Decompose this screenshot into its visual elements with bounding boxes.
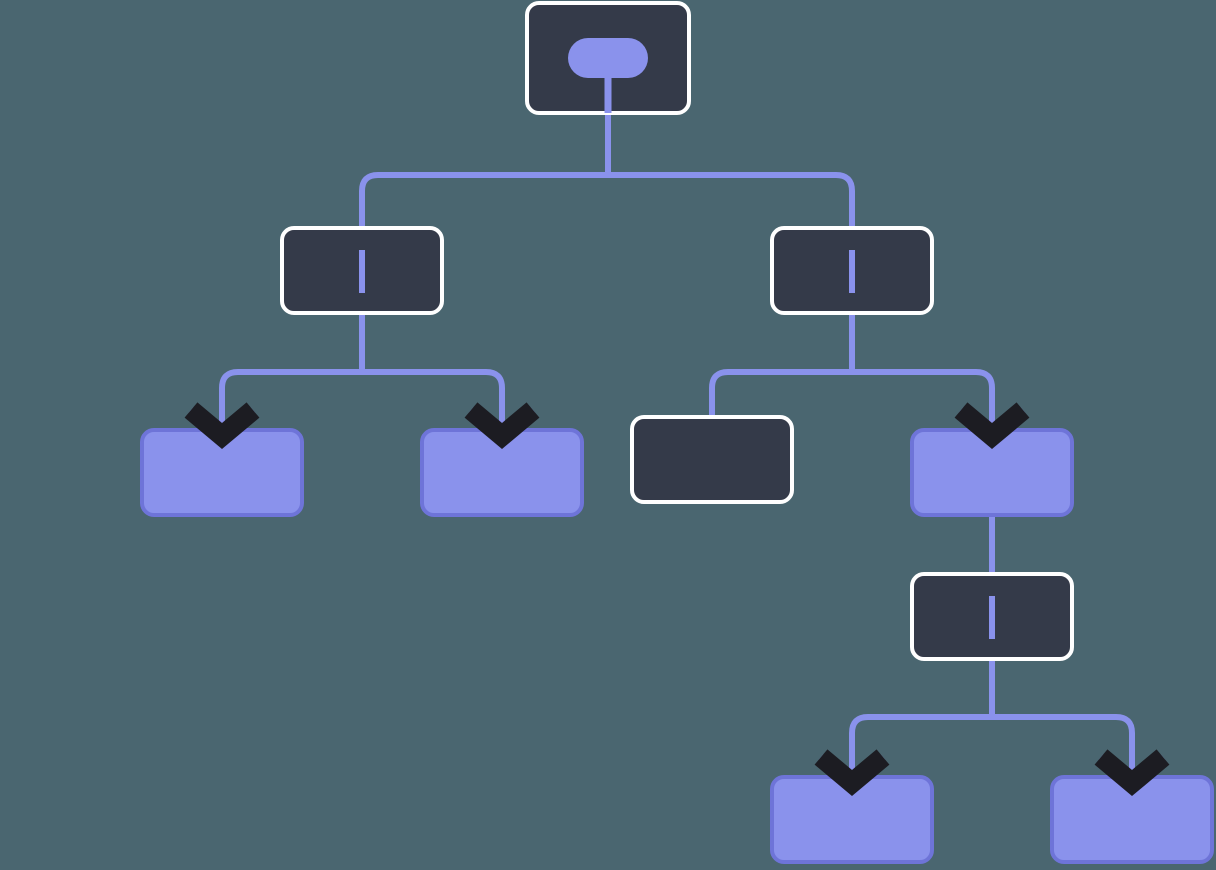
arrow-l3-a [184, 402, 260, 450]
node-l2-left[interactable] [280, 226, 444, 315]
node-root[interactable] [525, 1, 691, 115]
arrow-l5-b-icon [1094, 749, 1170, 797]
edge-l4-l5a [849, 659, 995, 781]
edge-root-l2right [605, 113, 855, 228]
nodes-layer [140, 1, 1214, 864]
node-l4[interactable] [910, 572, 1074, 661]
arrow-l5-a-icon [814, 749, 890, 797]
node-l2-right[interactable] [770, 226, 934, 315]
arrow-l3-d [954, 402, 1030, 450]
arrowheads-layer [184, 402, 1170, 797]
pill-icon-root [568, 38, 648, 78]
arrow-l5-a [814, 749, 890, 797]
arrow-l3-b [464, 402, 540, 450]
edge-l4-l5b [989, 659, 1135, 781]
arrow-l3-a-icon [184, 402, 260, 450]
arrow-l3-b-icon [464, 402, 540, 450]
edge-l2left-l3a [219, 313, 365, 434]
edges-layer [219, 113, 1135, 781]
edge-l2right-l3d [849, 313, 995, 434]
edge-root-l2left [359, 113, 612, 228]
node-box-l3-c[interactable] [630, 415, 794, 504]
edge-l2right-l3c [709, 313, 855, 419]
arrow-l3-d-icon [954, 402, 1030, 450]
node-l3-c[interactable] [630, 415, 794, 504]
arrow-l5-b [1094, 749, 1170, 797]
edge-l2left-l3b [359, 313, 505, 434]
